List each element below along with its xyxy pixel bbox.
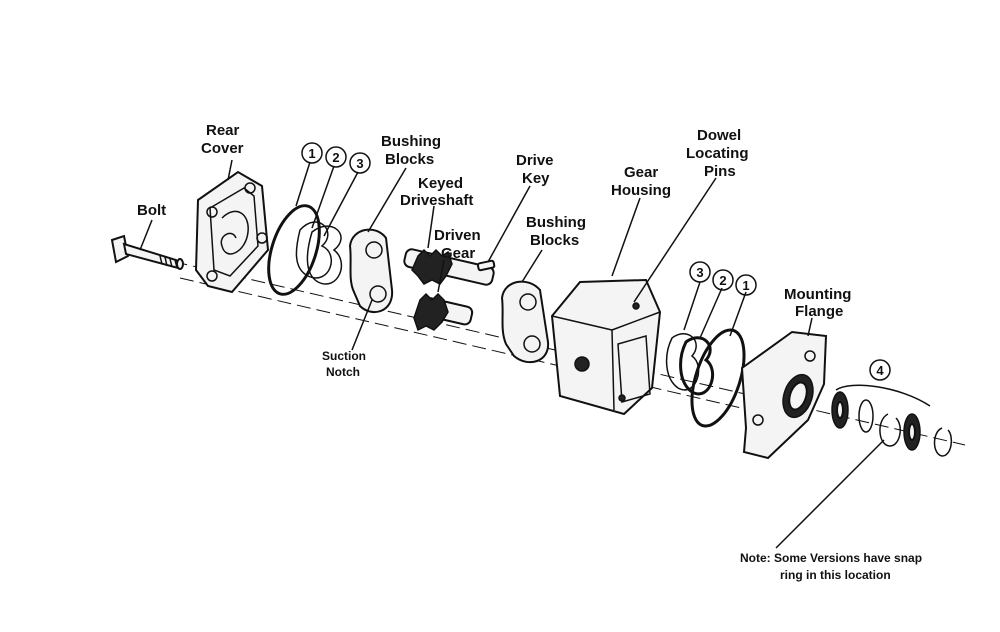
driven-gear-part	[413, 292, 474, 332]
svg-text:3: 3	[696, 265, 703, 280]
callout-front-seal-3: 3	[689, 261, 711, 283]
label-bushing-blocks-front-line2: Blocks	[530, 232, 579, 249]
assembly-axis-lines	[114, 247, 966, 446]
svg-text:3: 3	[356, 156, 363, 171]
svg-text:2: 2	[332, 150, 339, 165]
label-drive-key-line1: Drive	[516, 152, 554, 169]
label-bolt: Bolt	[137, 202, 166, 219]
drive-key-part	[476, 259, 496, 272]
label-bushing-blocks-rear-line1: Bushing	[381, 133, 441, 150]
leader-lines	[139, 159, 885, 549]
note-text-line2: ring in this location	[780, 568, 891, 582]
callout-shaft-seal-kit: 4	[869, 359, 891, 381]
svg-text:1: 1	[308, 146, 315, 161]
callout-front-seal-1: 1	[735, 274, 757, 296]
label-bushing-blocks-front-line1: Bushing	[526, 214, 586, 231]
keyed-driveshaft-part	[403, 248, 495, 286]
label-keyed-driveshaft-line2: Driveshaft	[400, 192, 473, 209]
note-text-line1: Note: Some Versions have snap	[740, 551, 922, 565]
shaft-seal-kit-parts	[831, 384, 953, 457]
label-suction-notch-line2: Notch	[326, 365, 360, 379]
label-suction-notch-line1: Suction	[322, 349, 366, 363]
callout-rear-seal-2: 2	[325, 146, 347, 168]
gear-housing-part	[550, 278, 662, 416]
front-seal-rings	[665, 328, 746, 428]
label-gear-housing-line1: Gear	[624, 164, 658, 181]
label-dowel-pins-line3: Pins	[704, 163, 736, 180]
front-bushing-block-part	[500, 280, 550, 364]
label-keyed-driveshaft-line1: Keyed	[418, 175, 463, 192]
label-dowel-pins-line2: Locating	[686, 145, 749, 162]
rear-cover-part	[194, 170, 270, 294]
label-mounting-flange-line1: Mounting	[784, 286, 851, 303]
label-driven-gear-line1: Driven	[434, 227, 481, 244]
label-rear-cover-line1: Rear	[206, 122, 240, 139]
label-rear-cover-line2: Cover	[201, 140, 244, 157]
svg-text:2: 2	[719, 273, 726, 288]
label-bushing-blocks-rear-line2: Blocks	[385, 151, 434, 168]
label-gear-housing-line2: Housing	[611, 182, 671, 199]
mounting-flange-part	[740, 330, 828, 460]
label-dowel-pins-line1: Dowel	[697, 127, 741, 144]
rear-seal-rings	[267, 204, 343, 296]
label-mounting-flange-line2: Flange	[795, 303, 843, 320]
bolt-part	[110, 234, 184, 270]
callout-rear-seal-3: 3	[349, 152, 371, 174]
rear-bushing-block-part	[348, 228, 394, 314]
svg-text:4: 4	[876, 363, 884, 378]
label-driven-gear-line2: Gear	[441, 245, 475, 262]
label-drive-key-line2: Key	[522, 170, 550, 187]
callout-front-seal-2: 2	[712, 269, 734, 291]
callout-rear-seal-1: 1	[301, 142, 323, 164]
svg-text:1: 1	[742, 278, 749, 293]
